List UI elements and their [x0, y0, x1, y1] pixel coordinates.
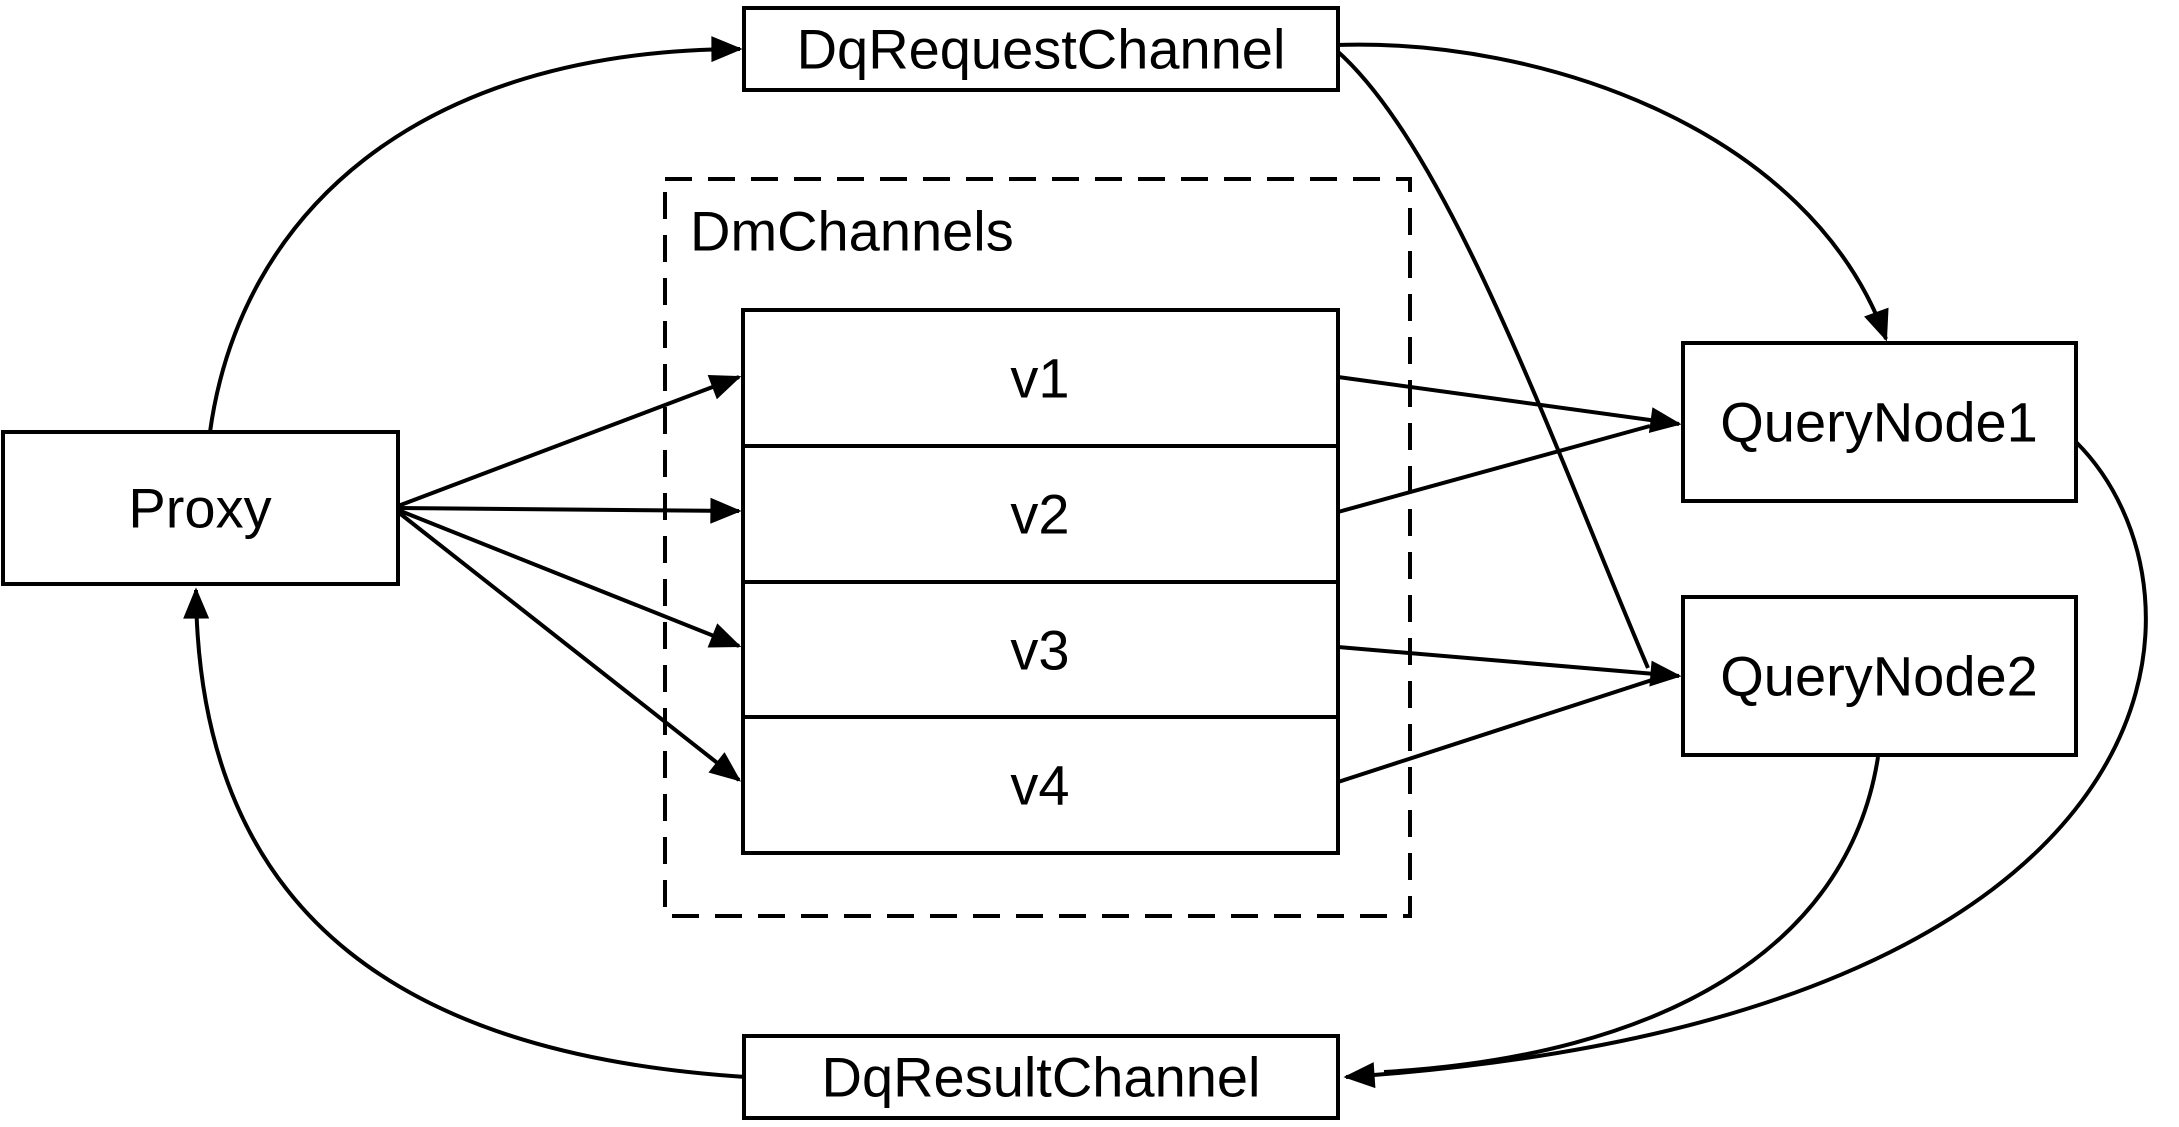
edge-dqrequestchannel-to-querynode1: [1335, 42, 1889, 342]
node-querynode2-box: [1681, 595, 2078, 757]
label-dqrequestchannel: DqRequestChannel: [797, 18, 1286, 81]
edge-dqrequestchannel-to-querynode2: [1334, 48, 1650, 669]
label-channel-v4: v4: [1010, 754, 1069, 817]
edge-proxy-to-v2: [397, 497, 742, 524]
label-querynode1: QueryNode1: [1720, 391, 2038, 454]
label-channel-v1: v1: [1010, 347, 1069, 410]
edge-dqresultchannel-to-proxy: [183, 587, 747, 1079]
edge-v1-to-querynode1: [1337, 375, 1682, 433]
group-dmchannels-box: [663, 177, 1412, 918]
label-dmchannels: DmChannels: [690, 200, 1014, 263]
edge-v2-to-querynode1: [1337, 424, 1651, 514]
node-querynode1-box: [1681, 341, 2078, 503]
label-proxy: Proxy: [128, 477, 271, 540]
node-proxy-box: [1, 430, 400, 586]
label-querynode2: QueryNode2: [1720, 645, 2038, 708]
edge-proxy-to-v3: [397, 508, 742, 648]
label-channel-v3: v3: [1010, 619, 1069, 682]
edge-v4-to-querynode2: [1337, 678, 1653, 784]
node-dqrequestchannel-box: [742, 6, 1340, 92]
edge-v3-to-querynode2: [1337, 645, 1682, 687]
edge-querynode2-to-dqresultchannel: [1383, 756, 1880, 1074]
label-dqresultchannel: DqResultChannel: [822, 1046, 1261, 1109]
node-dqresultchannel-box: [742, 1034, 1340, 1120]
edge-proxy-to-v4: [396, 510, 742, 782]
edge-proxy-to-v1: [397, 374, 742, 508]
edge-proxy-to-dqrequestchannel: [208, 36, 743, 433]
edge-querynode1-to-dqresultchannel: [1343, 440, 2148, 1089]
label-channel-v2: v2: [1010, 483, 1069, 546]
